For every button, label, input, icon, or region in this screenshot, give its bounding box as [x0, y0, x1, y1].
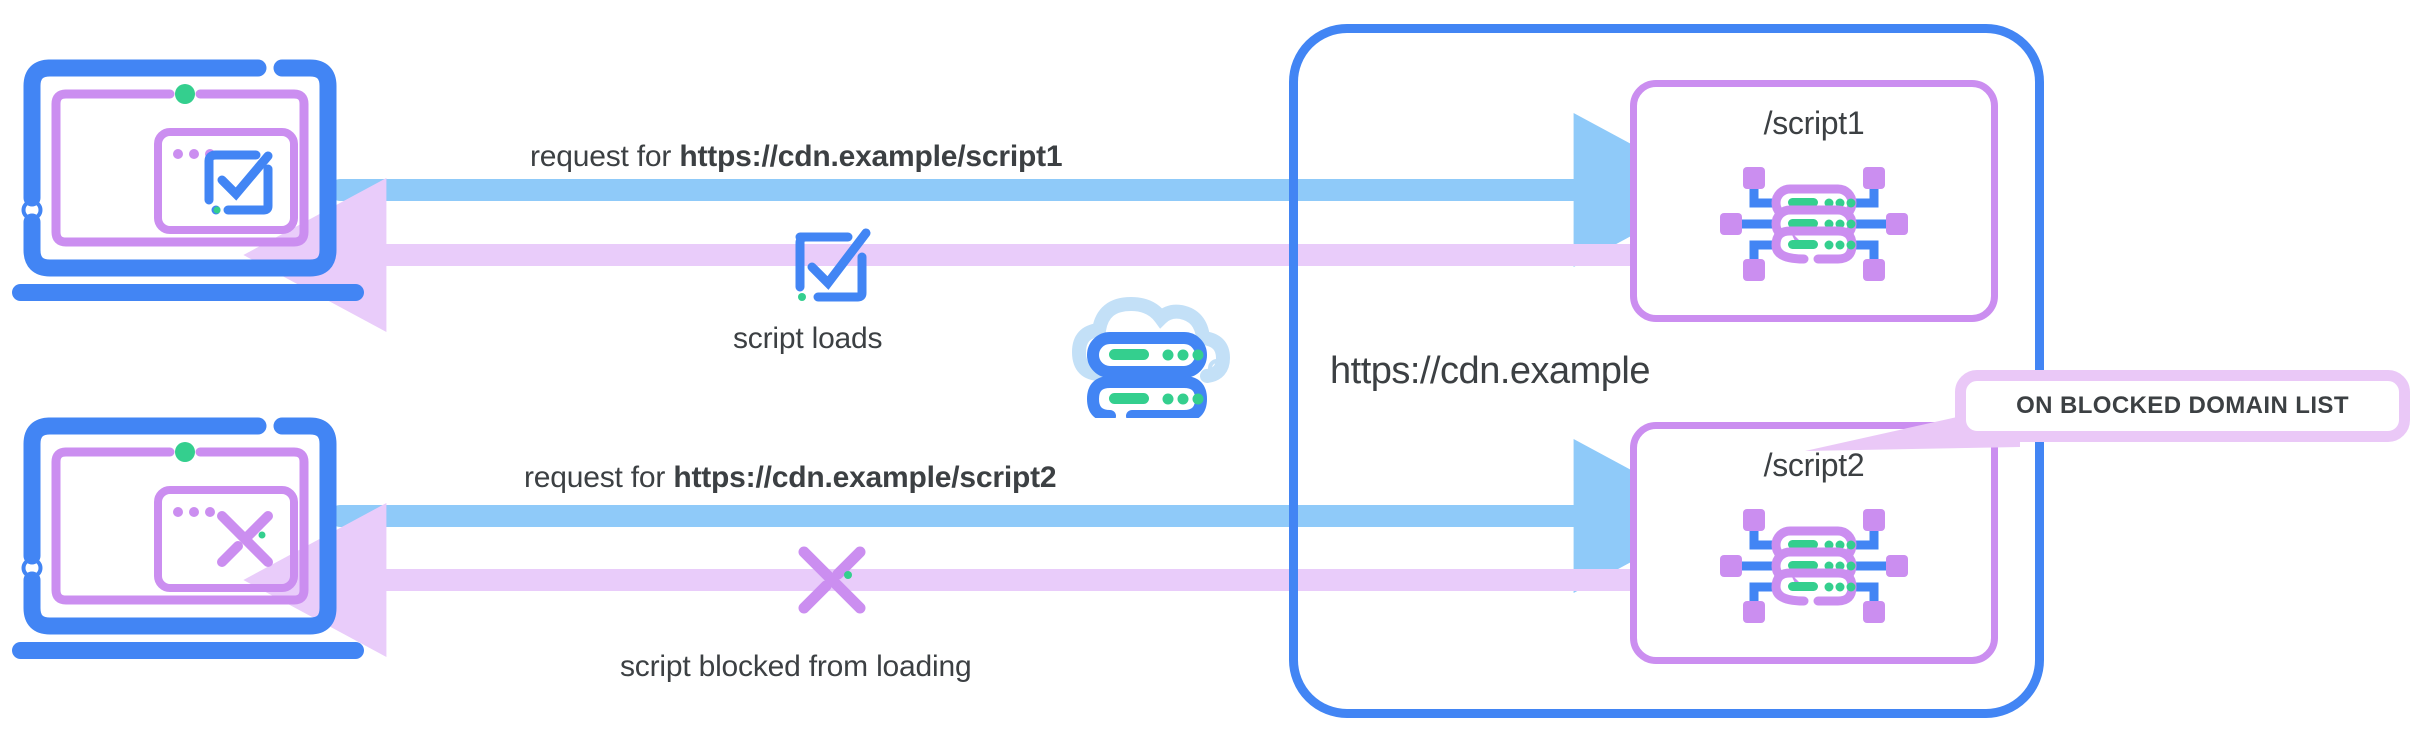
request-url: https://cdn.example/script2 [673, 461, 1057, 494]
status-dot [175, 442, 195, 462]
cdn-domain-label: https://cdn.example [1330, 350, 1651, 392]
callout-label: ON BLOCKED DOMAIN LIST [2016, 392, 2349, 419]
request-prefix: request for [530, 140, 680, 173]
cloud-server-icon [1071, 296, 1231, 418]
laptop-blocked-icon [12, 417, 364, 659]
script-box-label: /script1 [1763, 105, 1865, 141]
check-square-icon [795, 228, 871, 302]
script-box-script2[interactable]: /script2 [1630, 422, 1998, 664]
laptop-check-icon [12, 59, 364, 301]
blocked-domain-callout[interactable]: ON BLOCKED DOMAIN LIST [1955, 370, 2410, 442]
request-url: https://cdn.example/script1 [679, 140, 1063, 173]
result-label-script1: script loads [733, 322, 883, 355]
server-rack-icon [1720, 167, 1908, 281]
request-label-script2: request for https://cdn.example/script2 [524, 461, 1057, 495]
request-label-script1: request for https://cdn.example/script1 [530, 140, 1063, 174]
result-label-script2: script blocked from loading [620, 650, 972, 683]
script-box-label: /script2 [1763, 447, 1865, 483]
script-box-script1[interactable]: /script1 [1630, 80, 1998, 322]
server-rack-icon [1720, 509, 1908, 623]
callout-bubble: ON BLOCKED DOMAIN LIST [1955, 370, 2410, 442]
status-dot [175, 84, 195, 104]
request-prefix: request for [524, 461, 674, 494]
cross-x-icon [798, 546, 866, 614]
